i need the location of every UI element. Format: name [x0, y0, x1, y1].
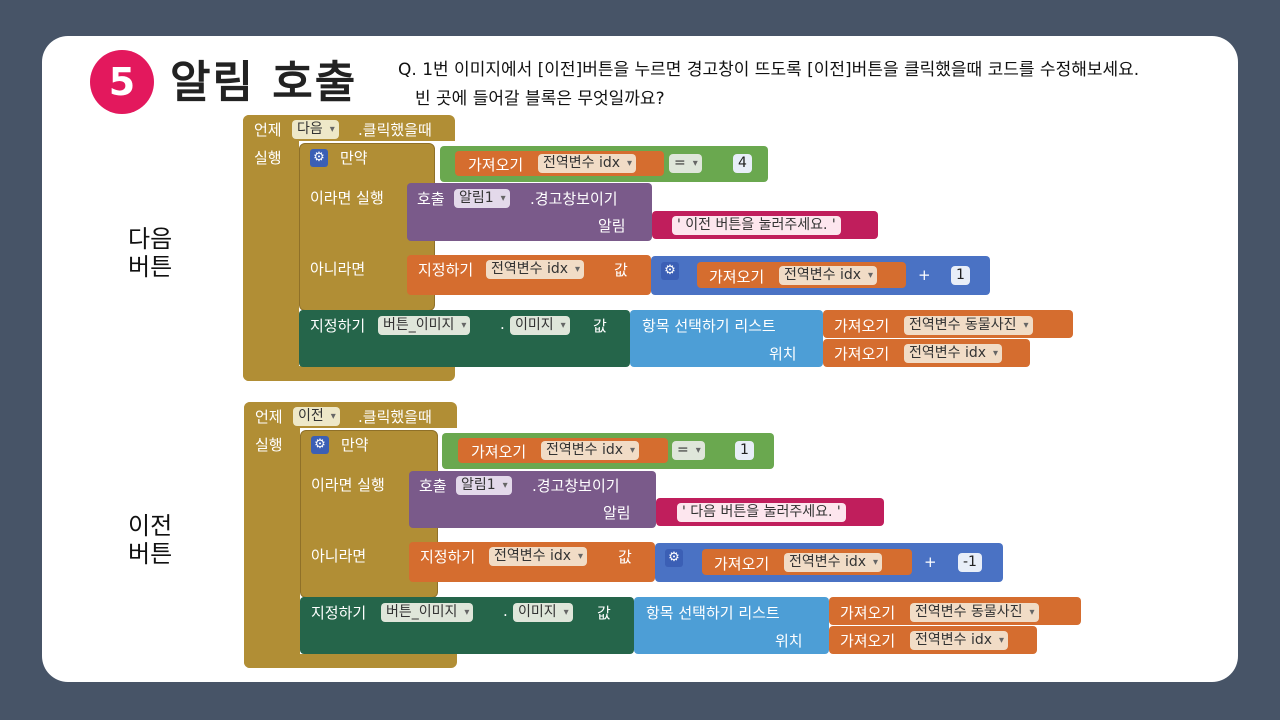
- component-dropdown[interactable]: 버튼_이미지: [381, 603, 474, 622]
- operator-dropdown[interactable]: =: [672, 441, 705, 460]
- index-label: 위치: [775, 632, 803, 650]
- get-label: 가져오기: [834, 345, 890, 363]
- question-text-line2: 빈 곳에 들어갈 블록은 무엇일까요?: [415, 89, 665, 109]
- notifier-block-body: [409, 471, 656, 528]
- get-label: 가져오기: [468, 156, 524, 174]
- select-item-label: 항목 선택하기 리스트: [642, 317, 776, 335]
- else-label: 아니라면: [311, 547, 367, 565]
- if-label: 만약: [341, 436, 369, 454]
- gear-icon[interactable]: ⚙: [310, 149, 328, 167]
- set-label: 지정하기: [418, 261, 474, 279]
- else-label: 아니라면: [310, 260, 366, 278]
- number-value[interactable]: -1: [958, 553, 982, 572]
- when-label: 언제: [254, 121, 282, 139]
- step-badge: 5: [90, 50, 154, 114]
- do-label: 실행: [255, 436, 283, 454]
- property-dropdown[interactable]: 이미지: [510, 316, 570, 335]
- notifier-dropdown[interactable]: 알림1: [454, 189, 510, 208]
- page-title: 알림 호출: [170, 57, 358, 108]
- select-list-item-block[interactable]: [630, 310, 823, 367]
- message-text[interactable]: ' 이전 버튼을 눌러주세요. ': [672, 216, 841, 235]
- label-line: 다음: [128, 225, 173, 253]
- variable-dropdown[interactable]: 전역변수 idx: [489, 547, 588, 566]
- notifier-block-body: [407, 183, 652, 241]
- next-button-label: 다음 버튼: [128, 225, 172, 281]
- variable-dropdown[interactable]: 전역변수 idx: [784, 553, 883, 572]
- operator-dropdown[interactable]: =: [669, 154, 702, 173]
- prev-button-label: 이전 버튼: [128, 512, 172, 568]
- to-label: 값: [597, 604, 611, 622]
- notice-label: 알림: [598, 217, 626, 235]
- component-dropdown[interactable]: 다음: [292, 120, 339, 139]
- then-label: 이라면 실행: [310, 189, 384, 207]
- dot-label: .: [503, 602, 508, 620]
- set-label: 지정하기: [311, 604, 367, 622]
- variable-dropdown[interactable]: 전역변수 idx: [904, 344, 1003, 363]
- variable-dropdown[interactable]: 전역변수 동물사진: [904, 316, 1033, 335]
- event-name: .클릭했을때: [358, 408, 432, 426]
- event-name: .클릭했을때: [358, 121, 432, 139]
- index-label: 위치: [769, 345, 797, 363]
- do-label: 실행: [254, 149, 282, 167]
- set-label: 지정하기: [310, 317, 366, 335]
- plus-operator: +: [918, 266, 931, 284]
- notifier-dropdown[interactable]: 알림1: [456, 476, 512, 495]
- event-body-left: [243, 115, 299, 381]
- set-label: 지정하기: [420, 548, 476, 566]
- to-label: 값: [593, 317, 607, 335]
- notice-label: 알림: [603, 504, 631, 522]
- number-value[interactable]: 1: [735, 441, 754, 460]
- get-label: 가져오기: [709, 268, 765, 286]
- label-line: 버튼: [128, 253, 173, 281]
- gear-icon[interactable]: ⚙: [661, 262, 679, 280]
- variable-dropdown[interactable]: 전역변수 idx: [779, 266, 878, 285]
- get-label: 가져오기: [840, 604, 896, 622]
- variable-dropdown[interactable]: 전역변수 idx: [541, 441, 640, 460]
- when-label: 언제: [255, 408, 283, 426]
- number-value[interactable]: 1: [951, 266, 970, 285]
- to-label: 값: [618, 548, 632, 566]
- variable-dropdown[interactable]: 전역변수 idx: [486, 260, 585, 279]
- number-value[interactable]: 4: [733, 154, 752, 173]
- plus-operator: +: [924, 553, 937, 571]
- get-label: 가져오기: [834, 317, 890, 335]
- component-dropdown[interactable]: 버튼_이미지: [378, 316, 471, 335]
- event-body-left: [244, 402, 300, 668]
- to-label: 값: [614, 261, 628, 279]
- gear-icon[interactable]: ⚙: [665, 549, 683, 567]
- get-label: 가져오기: [471, 443, 527, 461]
- question-text: Q. 1번 이미지에서 [이전]버튼을 누르면 경고창이 뜨도록 [이전]버튼을…: [398, 60, 1140, 80]
- select-item-label: 항목 선택하기 리스트: [646, 604, 780, 622]
- select-list-item-block[interactable]: [634, 597, 829, 654]
- then-label: 이라면 실행: [311, 476, 385, 494]
- variable-dropdown[interactable]: 전역변수 idx: [538, 154, 637, 173]
- get-label: 가져오기: [714, 555, 770, 573]
- variable-dropdown[interactable]: 전역변수 idx: [910, 631, 1009, 650]
- if-label: 만약: [340, 149, 368, 167]
- property-dropdown[interactable]: 이미지: [513, 603, 573, 622]
- dot-label: .: [500, 315, 505, 333]
- gear-icon[interactable]: ⚙: [311, 436, 329, 454]
- get-label: 가져오기: [840, 632, 896, 650]
- call-label: 호출: [419, 477, 447, 495]
- message-text[interactable]: ' 다음 버튼을 눌러주세요. ': [677, 503, 846, 522]
- variable-dropdown[interactable]: 전역변수 동물사진: [910, 603, 1039, 622]
- method-name: .경고창보이기: [532, 477, 620, 495]
- event-footer: [244, 654, 457, 668]
- label-line: 이전: [128, 512, 173, 540]
- label-line: 버튼: [128, 540, 173, 568]
- call-label: 호출: [417, 190, 445, 208]
- method-name: .경고창보이기: [530, 190, 618, 208]
- component-dropdown[interactable]: 이전: [293, 407, 340, 426]
- event-footer: [243, 366, 455, 381]
